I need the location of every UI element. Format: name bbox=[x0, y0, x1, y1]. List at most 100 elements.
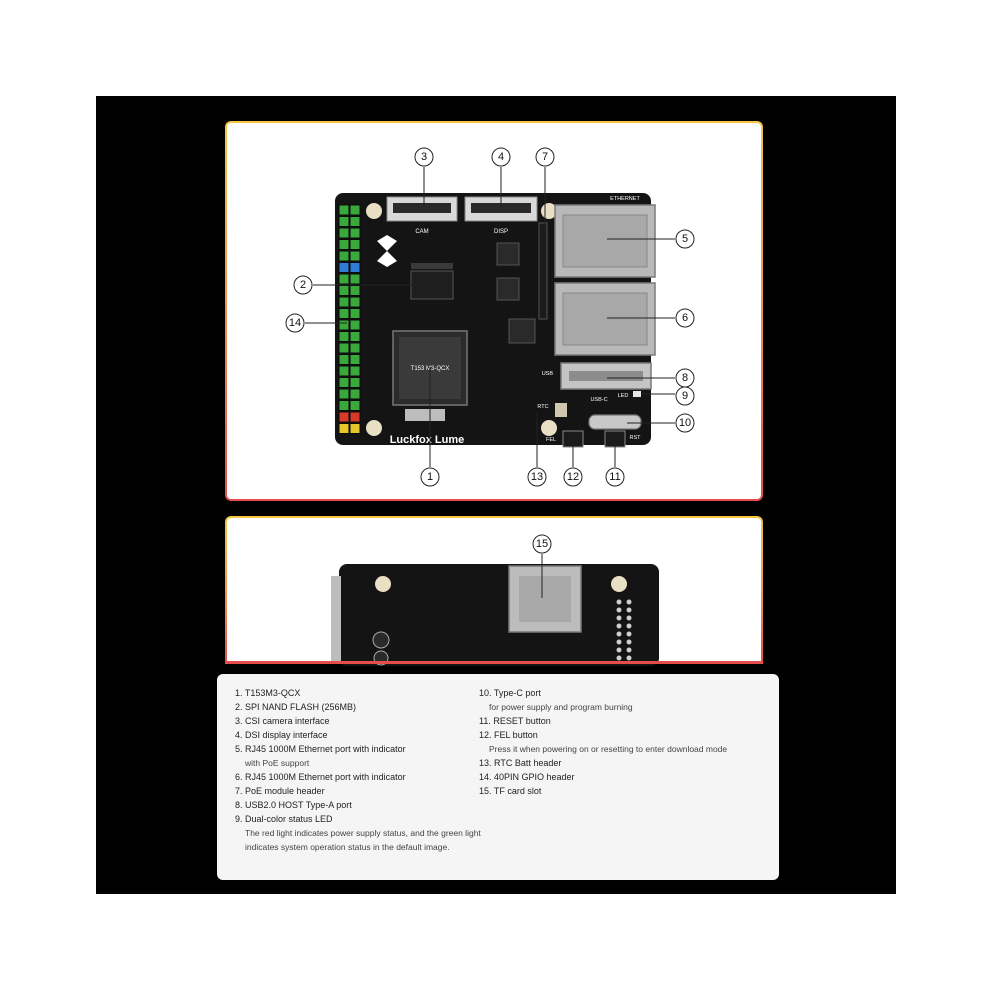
gpio-pin bbox=[626, 631, 632, 637]
callout-11: 11 bbox=[605, 467, 625, 487]
mounting-hole bbox=[366, 420, 382, 436]
gpio-pin bbox=[349, 308, 361, 319]
legend-item: 11. RESET button bbox=[479, 716, 551, 726]
flash-chip-top bbox=[411, 263, 453, 269]
cam-connector-slot bbox=[393, 203, 451, 213]
callout-2: 2 bbox=[293, 275, 313, 295]
gpio-pin bbox=[616, 631, 622, 637]
gpio-pin bbox=[349, 400, 361, 411]
gpio-pin bbox=[626, 639, 632, 645]
callout-4: 4 bbox=[491, 147, 511, 167]
board-back-diagram: 15 bbox=[331, 534, 659, 666]
svg-text:2: 2 bbox=[300, 279, 306, 291]
disp-label: DISP bbox=[494, 229, 508, 235]
gpio-pin bbox=[626, 647, 632, 653]
legend-item: 4. DSI display interface bbox=[235, 730, 328, 740]
gpio-pin bbox=[349, 227, 361, 239]
gpio-pin bbox=[616, 599, 622, 605]
svg-text:9: 9 bbox=[682, 390, 688, 402]
callout-markers: 3 4 7 2 14 5 6 8 9 10 1 13 12 11 bbox=[285, 147, 695, 487]
gpio-pin bbox=[338, 400, 350, 411]
gpio-pin bbox=[338, 273, 350, 285]
gpio-pin bbox=[349, 411, 361, 423]
legend-item: 7. PoE module header bbox=[235, 786, 325, 796]
gpio-pin bbox=[349, 262, 361, 273]
gpio-pin bbox=[338, 239, 350, 250]
rtc-batt-header bbox=[555, 403, 567, 417]
brand-text: Luckfox Lume bbox=[390, 434, 465, 446]
mounting-hole bbox=[611, 576, 627, 592]
legend-item: 10. Type-C port bbox=[479, 688, 541, 698]
gpio-pin bbox=[349, 377, 361, 388]
legend-item: 13. RTC Batt header bbox=[479, 758, 562, 768]
gpio-pin bbox=[626, 615, 632, 621]
callout-10: 10 bbox=[675, 413, 695, 433]
svg-text:13: 13 bbox=[531, 471, 543, 483]
legend-item: 14. 40PIN GPIO header bbox=[479, 772, 575, 782]
gpio-pin bbox=[349, 331, 361, 342]
fel-label: FEL bbox=[546, 437, 556, 443]
legend-item-description: indicates system operation status in the… bbox=[245, 842, 450, 852]
gpio-pin bbox=[349, 273, 361, 285]
gpio-pin bbox=[338, 308, 350, 319]
gpio-pin bbox=[349, 239, 361, 250]
gpio-pin bbox=[616, 647, 622, 653]
leader-lines bbox=[305, 167, 675, 467]
svg-text:4: 4 bbox=[498, 151, 504, 163]
poe-module-header bbox=[538, 222, 548, 320]
mounting-hole bbox=[375, 576, 391, 592]
gpio-pin bbox=[338, 296, 350, 308]
usb-label: USB bbox=[542, 371, 554, 377]
callout-12: 12 bbox=[563, 467, 583, 487]
callout-7: 7 bbox=[535, 147, 555, 167]
gpio-pin bbox=[338, 319, 350, 331]
mounting-hole bbox=[366, 203, 382, 219]
usb-c-port bbox=[588, 414, 642, 430]
svg-text:6: 6 bbox=[682, 312, 688, 324]
svg-text:8: 8 bbox=[682, 372, 688, 384]
board-front-diagram: CAM DISP T153 M3-QCX bbox=[285, 147, 695, 487]
legend-item: 15. TF card slot bbox=[479, 786, 542, 796]
legend-item: 5. RJ45 1000M Ethernet port with indicat… bbox=[235, 744, 406, 754]
gpio-pin bbox=[616, 615, 622, 621]
gpio-pin bbox=[349, 365, 361, 377]
gpio-pin bbox=[349, 319, 361, 331]
gpio-pin bbox=[626, 599, 632, 605]
component-block bbox=[405, 409, 445, 421]
svg-text:7: 7 bbox=[542, 151, 548, 163]
legend-item: 2. SPI NAND FLASH (256MB) bbox=[235, 702, 357, 712]
rtc-label: RTC bbox=[537, 404, 548, 410]
gpio-pin bbox=[338, 204, 350, 216]
rj45-port-1-face bbox=[562, 214, 648, 268]
ic-chip bbox=[508, 318, 536, 344]
status-led bbox=[633, 391, 641, 397]
gpio-pin bbox=[616, 607, 622, 613]
mounting-hole bbox=[541, 420, 557, 436]
usb-a-slot bbox=[569, 371, 643, 381]
callout-6: 6 bbox=[675, 308, 695, 328]
legend-item: 3. CSI camera interface bbox=[235, 716, 330, 726]
gpio-pin bbox=[338, 285, 350, 296]
legend-item-description: The red light indicates power supply sta… bbox=[245, 828, 481, 838]
legend-item: 8. USB2.0 HOST Type-A port bbox=[235, 800, 352, 810]
rj45-port-2-face bbox=[562, 292, 648, 346]
gpio-pin bbox=[616, 655, 622, 661]
gpio-pin bbox=[338, 388, 350, 400]
gpio-pin bbox=[349, 204, 361, 216]
legend-item: 9. Dual-color status LED bbox=[235, 814, 333, 824]
gpio-pin bbox=[616, 623, 622, 629]
gpio-pin bbox=[338, 342, 350, 354]
legend-item: 6. RJ45 1000M Ethernet port with indicat… bbox=[235, 772, 406, 782]
board-front-panel: CAM DISP T153 M3-QCX bbox=[225, 121, 763, 501]
gpio-pin bbox=[349, 423, 361, 434]
board-back-panel: 15 bbox=[225, 516, 763, 666]
usb-c-label: USB-C bbox=[590, 397, 607, 403]
ethernet-label: ETHERNET bbox=[610, 196, 640, 202]
callout-14: 14 bbox=[285, 313, 305, 333]
gpio-pin bbox=[338, 365, 350, 377]
callout-8: 8 bbox=[675, 368, 695, 388]
gpio-pin bbox=[338, 354, 350, 365]
